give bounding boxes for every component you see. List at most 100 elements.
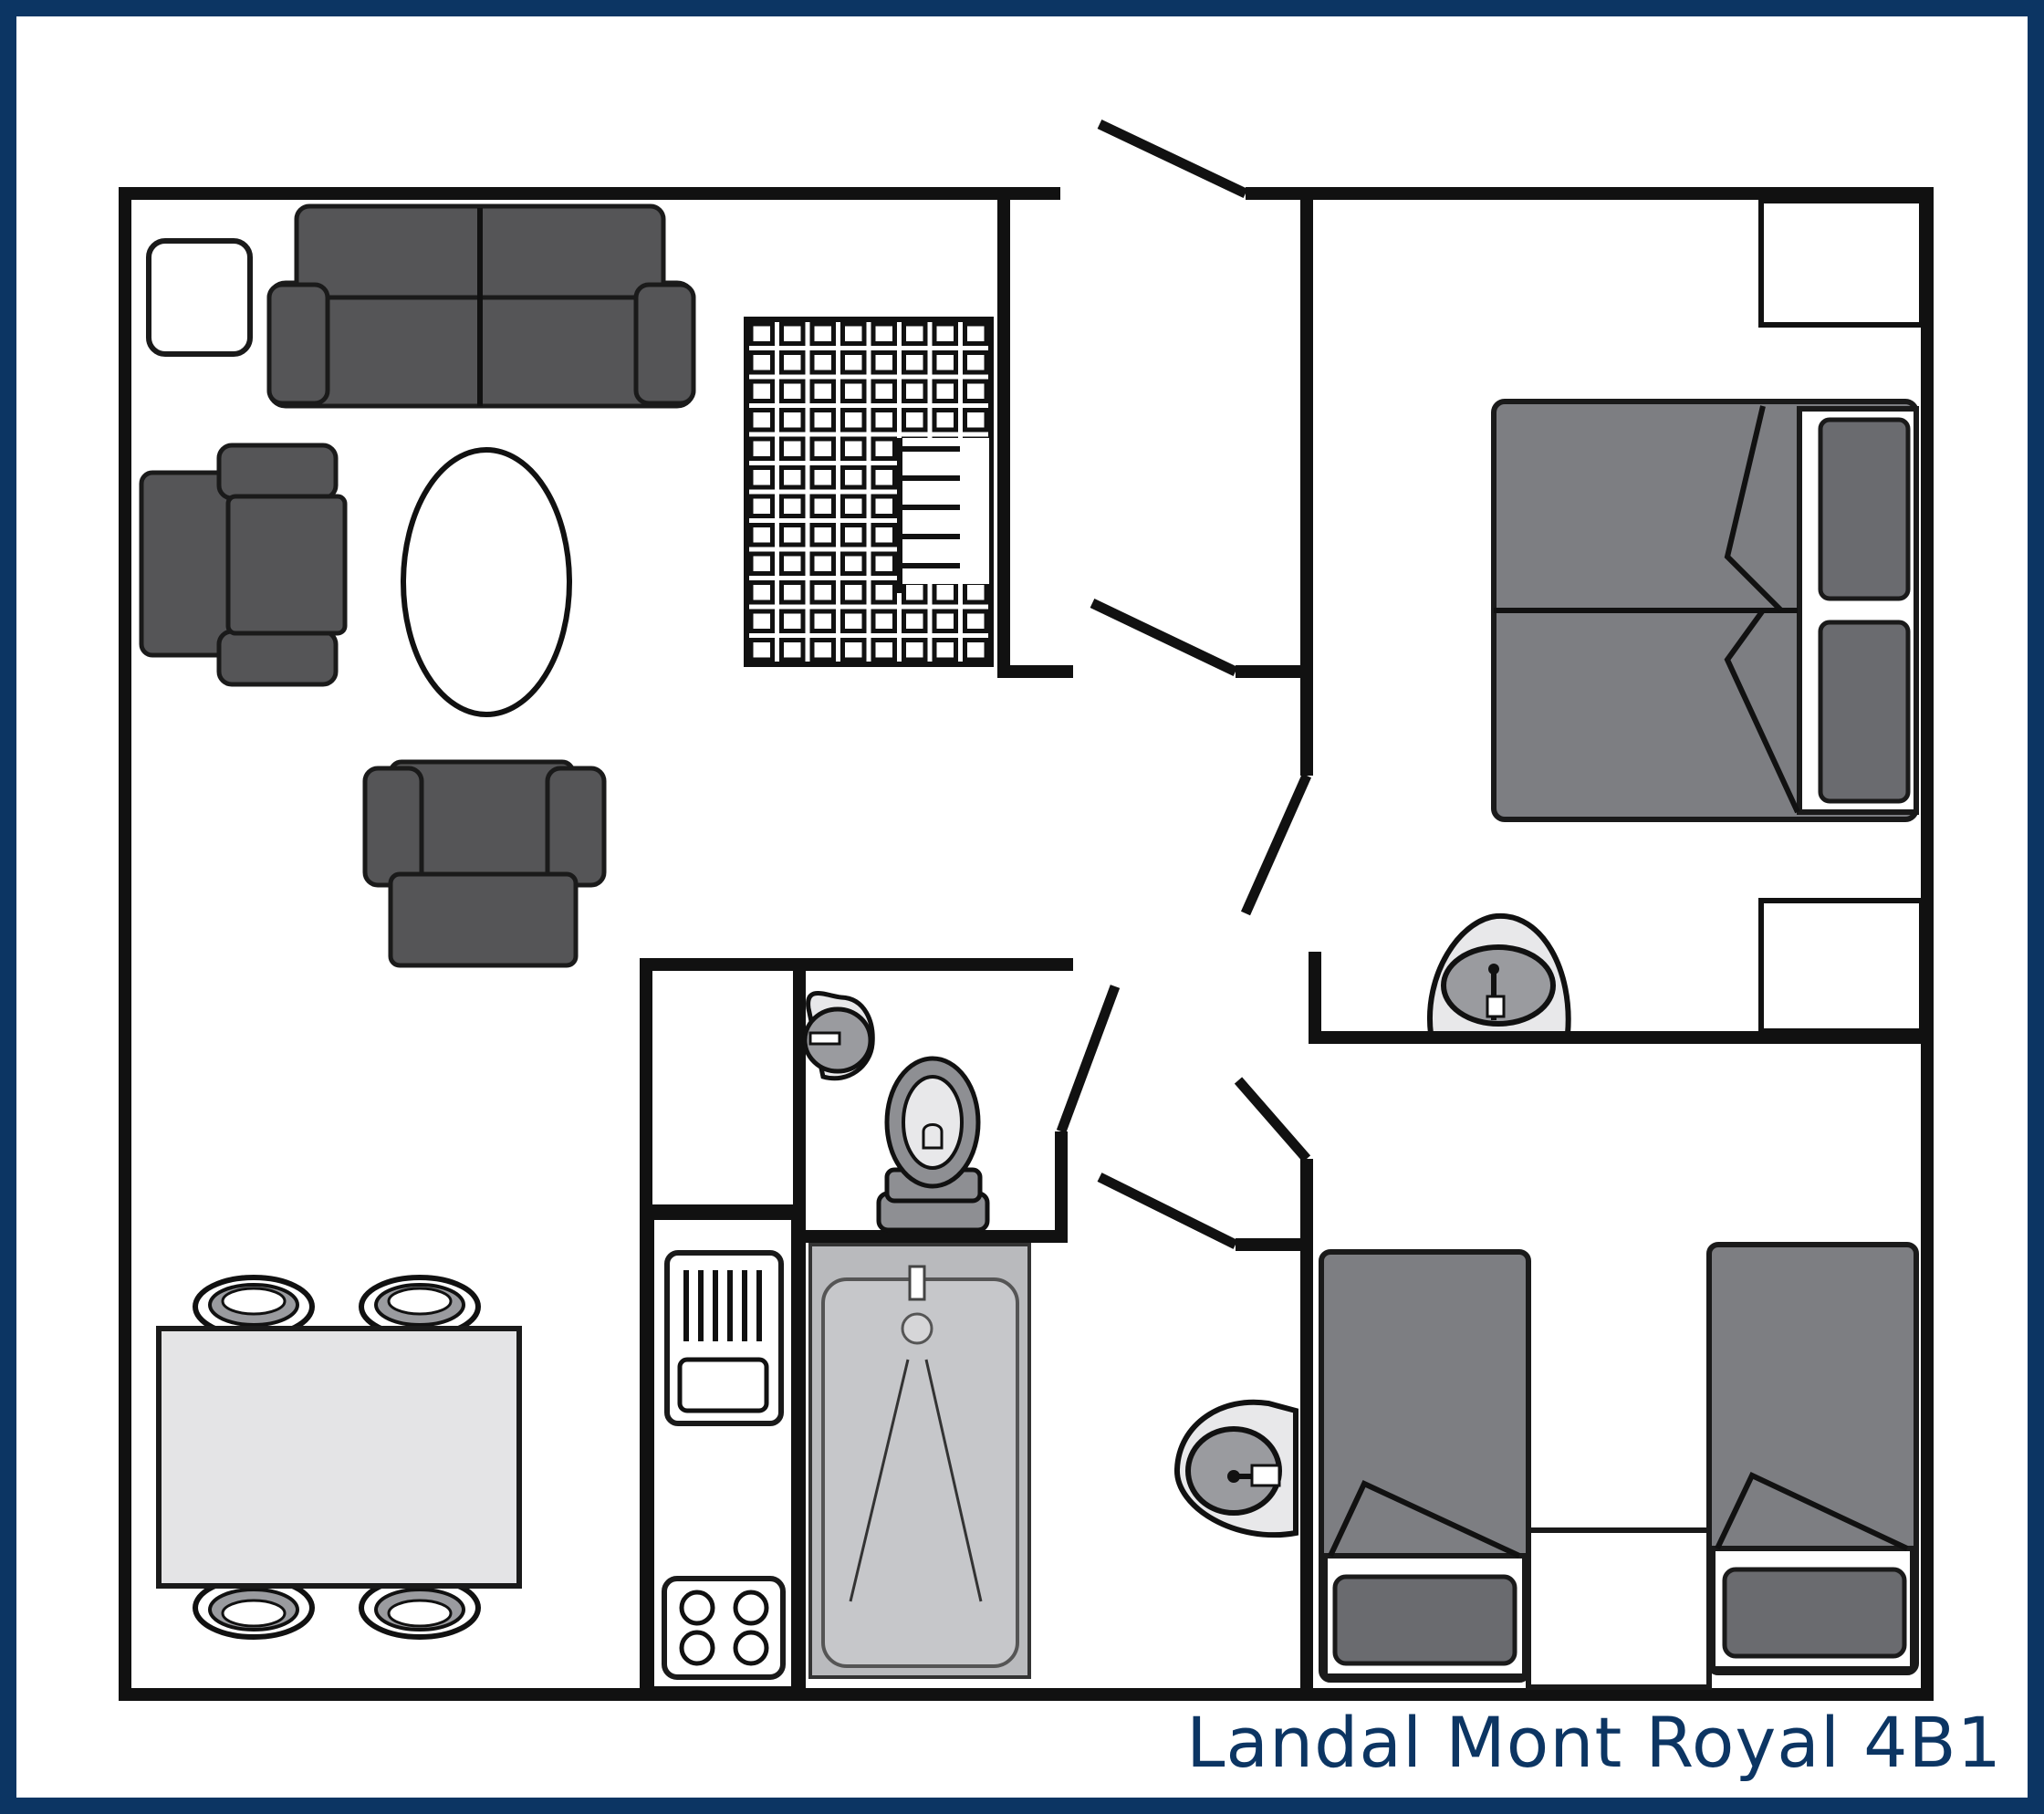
stair-cell	[779, 379, 806, 403]
double-bed	[1491, 399, 1919, 822]
stair-grid	[744, 317, 994, 667]
stair-cell	[902, 321, 928, 346]
stair-cell	[871, 494, 897, 518]
stair-cell	[871, 523, 897, 547]
stair-cell	[748, 436, 775, 461]
stair-cell	[809, 523, 836, 547]
stair-cell	[748, 321, 775, 346]
stair-cell	[840, 408, 867, 433]
stair-cell	[932, 638, 958, 662]
stair-cell	[871, 609, 897, 633]
stair-cell	[932, 321, 958, 346]
stair-cell	[871, 551, 897, 576]
side-table	[146, 238, 253, 357]
stair-cell	[779, 321, 806, 346]
stair-cell	[809, 350, 836, 375]
stair-cell	[871, 379, 897, 403]
stair-cell	[840, 494, 867, 518]
stair-cell	[840, 580, 867, 605]
stair-cell	[809, 609, 836, 633]
stair-cell	[779, 523, 806, 547]
stair-cell	[840, 436, 867, 461]
stair-cell	[871, 580, 897, 605]
stair-cell	[902, 638, 928, 662]
stair-cell	[840, 523, 867, 547]
stair-cell	[840, 551, 867, 576]
stair-cell	[902, 580, 928, 605]
washbasin	[1173, 1399, 1298, 1538]
stair-cell	[963, 638, 989, 662]
stair-cell	[963, 609, 989, 633]
stair-cell	[779, 465, 806, 490]
stair-cell	[840, 321, 867, 346]
stair-cell	[871, 350, 897, 375]
stair-cell	[809, 379, 836, 403]
stair-cell	[840, 379, 867, 403]
dining-chair	[193, 1576, 315, 1640]
stair-cell	[840, 465, 867, 490]
stair-cell	[809, 494, 836, 518]
sink	[664, 1250, 784, 1426]
stair-cell	[932, 379, 958, 403]
stair-cell	[902, 609, 928, 633]
single-bed-right	[1706, 1242, 1919, 1675]
toilet	[876, 1056, 990, 1233]
stair-cell	[809, 638, 836, 662]
stair-cell	[748, 408, 775, 433]
three-seat-sofa	[266, 203, 696, 409]
hand-basin	[802, 991, 875, 1081]
washbasin	[1427, 912, 1571, 1037]
stair-cell	[840, 609, 867, 633]
stair-cell	[748, 638, 775, 662]
stair-cell	[779, 350, 806, 375]
oval-coffee-table	[401, 447, 572, 717]
stair-cell	[871, 408, 897, 433]
outer-walls	[119, 187, 1934, 1701]
hob	[662, 1576, 786, 1680]
stair-cell	[871, 465, 897, 490]
stair-cell	[871, 321, 897, 346]
dining-chairs-4	[193, 1275, 481, 1640]
stair-cell	[748, 551, 775, 576]
dining-chair	[193, 1275, 315, 1339]
stair-cell	[809, 436, 836, 461]
stair-cell	[902, 350, 928, 375]
stair-cell	[809, 465, 836, 490]
stair-cell	[932, 580, 958, 605]
stair-cell	[840, 638, 867, 662]
stair-cell	[748, 523, 775, 547]
stair-cell	[963, 379, 989, 403]
stair-cell	[809, 580, 836, 605]
dining-table	[156, 1326, 522, 1589]
stair-cell	[779, 580, 806, 605]
stair-cell	[779, 638, 806, 662]
stair-cell	[779, 494, 806, 518]
armchair-bottom	[362, 759, 607, 968]
stair-cell	[963, 350, 989, 375]
stair-cell	[902, 379, 928, 403]
floorplan-caption: Landal Mont Royal 4B1	[1186, 1702, 2002, 1783]
single-bed-left	[1319, 1249, 1531, 1683]
stair-cell	[932, 408, 958, 433]
interior-walls	[640, 193, 1927, 1694]
stair-cell	[932, 609, 958, 633]
stair-cell	[871, 638, 897, 662]
stair-cell	[779, 436, 806, 461]
stair-cell	[963, 580, 989, 605]
stair-cell	[748, 580, 775, 605]
armchair-left	[139, 443, 348, 687]
dining-chair	[359, 1576, 481, 1640]
stair-cell	[963, 408, 989, 433]
stair-cell	[748, 494, 775, 518]
stair-cell	[840, 350, 867, 375]
stair-cell	[748, 465, 775, 490]
bedside-table	[1526, 1527, 1712, 1690]
stair-cell	[871, 436, 897, 461]
stair-cell	[809, 408, 836, 433]
stair-cell	[932, 350, 958, 375]
stair-cell	[963, 321, 989, 346]
stair-cell	[748, 609, 775, 633]
stair-cell	[779, 408, 806, 433]
stair-cell	[748, 350, 775, 375]
